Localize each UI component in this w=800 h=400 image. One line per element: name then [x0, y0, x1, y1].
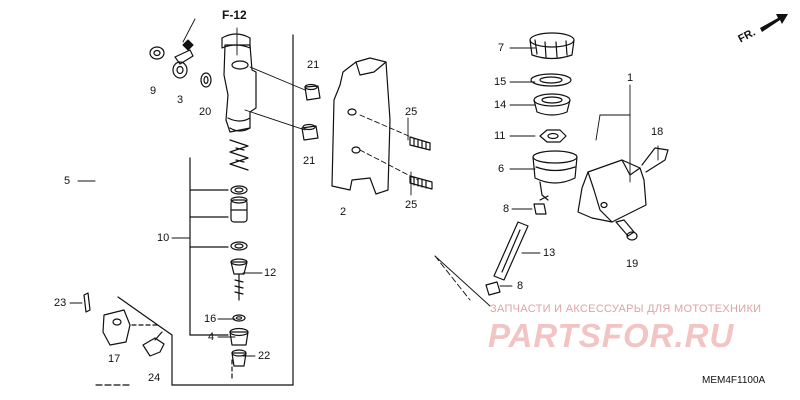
- float-11: [539, 129, 567, 143]
- callout-1: 1: [627, 72, 634, 84]
- spring: [229, 139, 249, 171]
- callout-7: 7: [498, 42, 505, 54]
- callout-14: 14: [494, 99, 507, 111]
- callout-10: 10: [157, 232, 170, 244]
- bolt-19: [615, 219, 638, 241]
- clip-8-bottom: [485, 281, 501, 296]
- callout-11: 11: [494, 130, 506, 142]
- drawing-code: MEM4F1100A: [702, 375, 766, 386]
- callout-9: 9: [150, 85, 157, 97]
- group-bracket-lines: [95, 34, 294, 386]
- hose-route-line: [434, 255, 471, 301]
- push-rod-12: [230, 258, 248, 301]
- piston-cup-2: [230, 241, 248, 251]
- leader-lines: [69, 18, 659, 357]
- switch-24: [142, 331, 165, 357]
- bolt-25-bottom: [409, 175, 433, 190]
- reservoir-cap-7: [529, 32, 575, 60]
- callout-19: 19: [626, 258, 639, 270]
- callout-21-top: 21: [307, 59, 320, 71]
- clip-8-top: [533, 195, 549, 215]
- piston-cup-1: [230, 185, 248, 195]
- diaphragm-14: [533, 93, 571, 116]
- bolt-25-top: [409, 136, 431, 151]
- front-direction-arrow: [760, 14, 788, 32]
- reservoir-6: [532, 150, 578, 201]
- callout-6: 6: [498, 163, 505, 175]
- callout-15: 15: [494, 76, 507, 88]
- reference-label: F-12: [222, 8, 247, 22]
- boot-4: [229, 327, 249, 346]
- bushing-21-bottom: [301, 123, 319, 141]
- washer-9: [149, 46, 165, 60]
- plate-15: [530, 73, 572, 87]
- callout-2: 2: [340, 206, 347, 218]
- callout-13: 13: [543, 247, 556, 259]
- o-ring-20: [200, 72, 212, 88]
- callout-24: 24: [148, 372, 161, 384]
- callout-20: 20: [199, 106, 212, 118]
- callout-8-bottom: 8: [517, 280, 524, 292]
- bracket-17: [102, 309, 131, 346]
- bolt-3: [172, 39, 194, 79]
- reservoir-cover-18: [577, 147, 669, 223]
- callout-21-bottom: 21: [303, 155, 316, 167]
- callout-8-top: 8: [503, 203, 510, 215]
- callout-5: 5: [64, 175, 71, 187]
- callout-23: 23: [54, 297, 67, 309]
- callout-3: 3: [177, 94, 184, 106]
- watermark-logo: PARTSFOR.RU: [488, 317, 735, 354]
- callout-25-top: 25: [405, 106, 418, 118]
- piston: [230, 196, 248, 223]
- callout-22: 22: [258, 350, 271, 362]
- callout-25-bottom: 25: [405, 199, 418, 211]
- callout-16: 16: [204, 313, 217, 325]
- master-cylinder-body: [221, 33, 257, 133]
- hose-13: [493, 221, 529, 281]
- cap-22: [231, 349, 247, 367]
- callout-4: 4: [208, 331, 215, 343]
- stay-2: [331, 57, 391, 195]
- boot-16: [232, 314, 246, 322]
- pin-23: [83, 292, 91, 313]
- watermark-tagline: ЗАПЧАСТИ И АКСЕССУАРЫ ДЛЯ МОТОТЕХНИКИ: [490, 303, 762, 315]
- callout-12: 12: [264, 267, 277, 279]
- callout-18: 18: [651, 126, 664, 138]
- bushing-21-top: [304, 83, 321, 101]
- callout-17: 17: [108, 353, 121, 365]
